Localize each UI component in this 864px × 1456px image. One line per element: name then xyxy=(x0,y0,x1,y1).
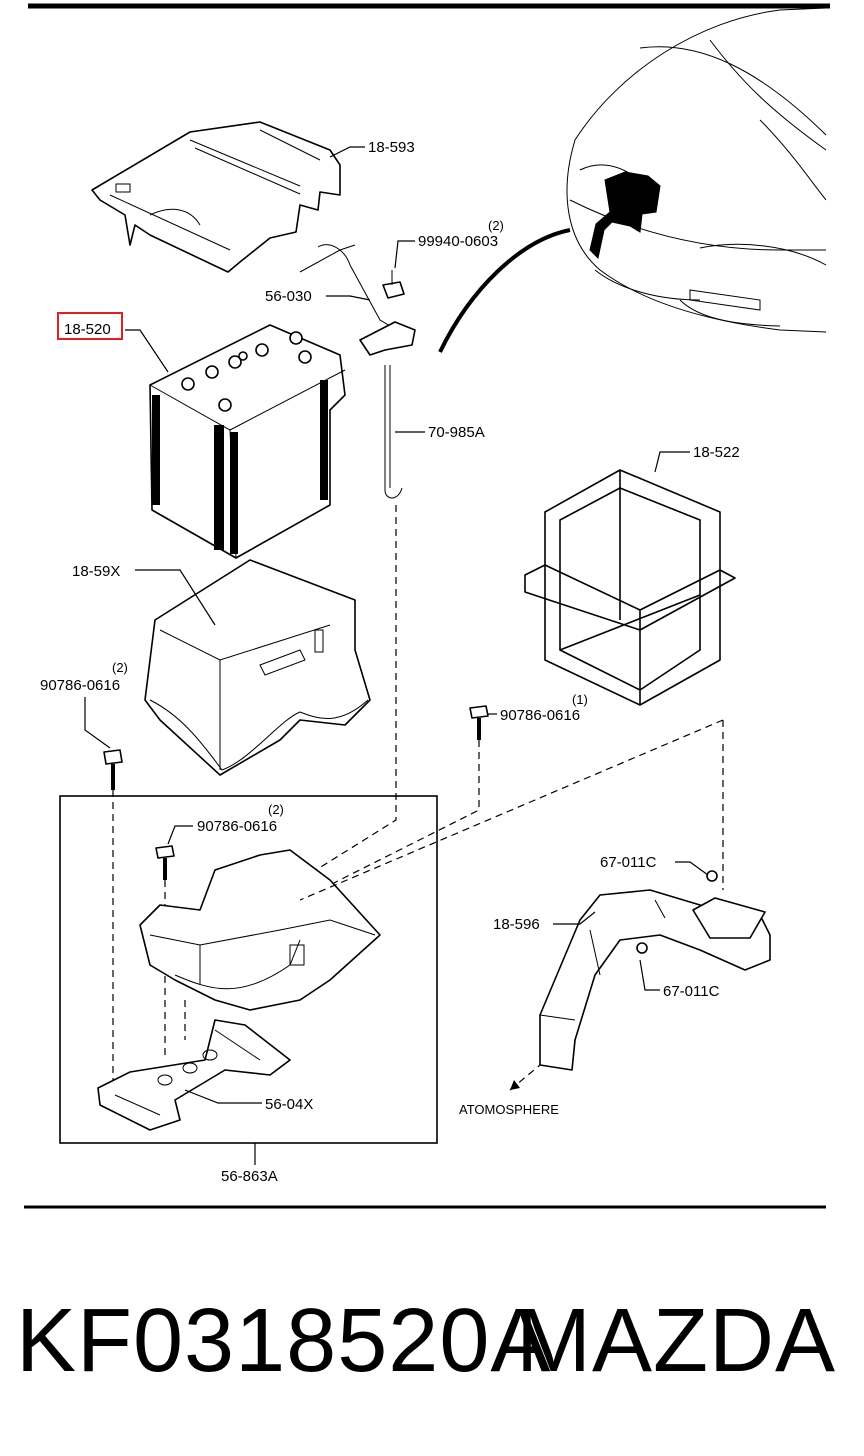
qty-99940-0603: (2) xyxy=(488,218,504,233)
bolt-right xyxy=(299,705,489,901)
battery-part xyxy=(149,324,346,559)
car-front-illustration xyxy=(566,7,827,333)
label-atmosphere: ATOMOSPHERE xyxy=(459,1102,559,1117)
qty-90786-0616-left: (2) xyxy=(112,660,128,675)
label-90786-0616-left: 90786-0616 xyxy=(40,677,120,694)
label-18-522: 18-522 xyxy=(693,444,740,461)
label-18-59X: 18-59X xyxy=(72,563,120,580)
tray-assembly-box xyxy=(59,795,438,1144)
label-56-030: 56-030 xyxy=(265,288,312,305)
label-70-985A: 70-985A xyxy=(428,424,485,441)
label-99940-0603: 99940-0603 xyxy=(418,233,498,250)
pointer-arc xyxy=(438,228,571,353)
bracket-plate-part xyxy=(97,1019,291,1131)
hold-down-parts xyxy=(299,244,416,881)
label-90786-0616-right: 90786-0616 xyxy=(500,707,580,724)
footer-brand: MAZDA xyxy=(516,1291,836,1391)
footer-part-number: KF0318520A xyxy=(16,1291,552,1391)
label-56-04X: 56-04X xyxy=(265,1096,313,1113)
label-90786-0616-inner: 90786-0616 xyxy=(197,818,277,835)
label-56-863A: 56-863A xyxy=(221,1168,278,1185)
battery-cover-part xyxy=(91,121,341,273)
footer-caption: KF0318520AMAZDA xyxy=(16,1296,836,1386)
highlight-box-18-520 xyxy=(57,312,123,340)
label-18-520: 18-520 xyxy=(64,321,111,338)
bolt-left xyxy=(103,749,123,1080)
leader-lines xyxy=(84,146,709,1165)
battery-location-marker xyxy=(589,171,661,260)
label-18-593: 18-593 xyxy=(368,139,415,156)
qty-90786-0616-right: (1) xyxy=(572,692,588,707)
lower-tray-part xyxy=(139,849,381,1040)
battery-frame-part xyxy=(524,469,736,706)
label-67-011C-top: 67-011C xyxy=(600,854,657,871)
battery-tray-part xyxy=(144,559,371,776)
air-duct-part xyxy=(299,719,771,1091)
label-18-596: 18-596 xyxy=(493,916,540,933)
qty-90786-0616-inner: (2) xyxy=(268,802,284,817)
label-67-011C-bottom: 67-011C xyxy=(663,983,720,1000)
